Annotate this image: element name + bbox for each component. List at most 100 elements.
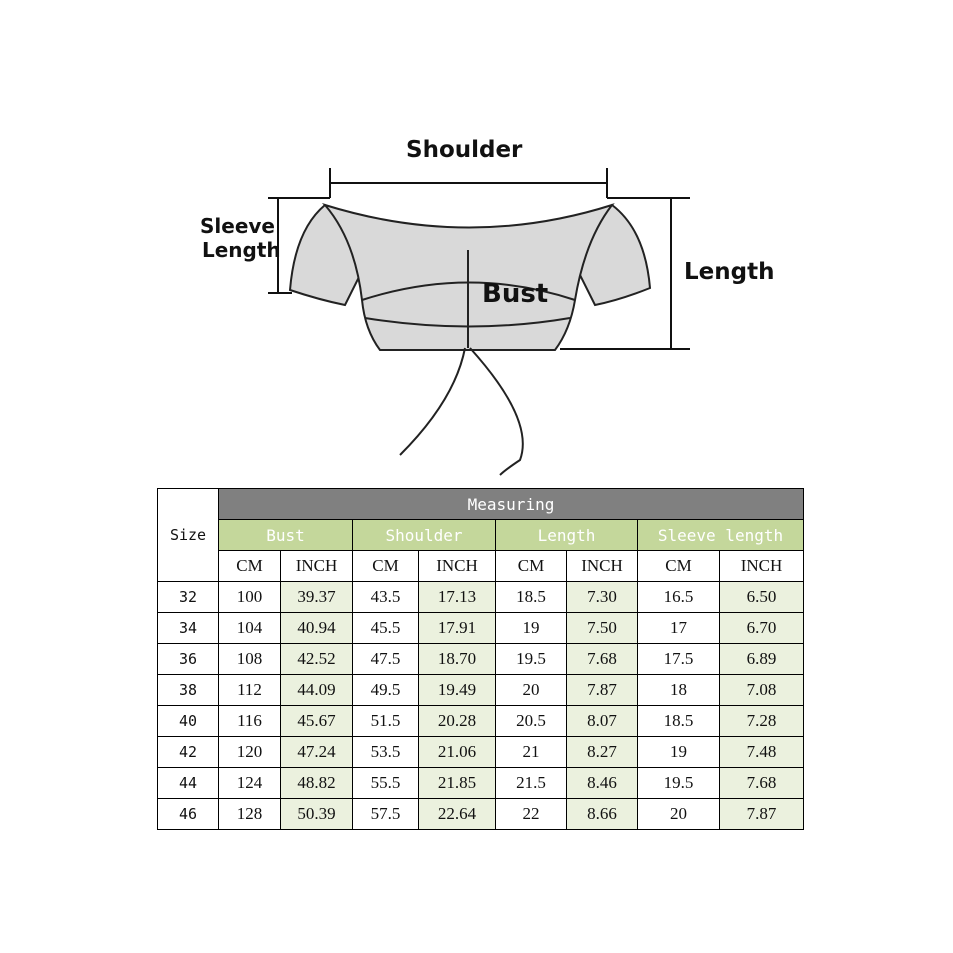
- inch-cell: 45.67: [280, 705, 353, 737]
- cm-cell: 21.5: [495, 767, 567, 799]
- bust-label: Bust: [482, 279, 549, 309]
- size-cell: 46: [157, 798, 219, 830]
- inch-cell: 48.82: [280, 767, 353, 799]
- length-label: Length: [684, 259, 775, 285]
- cm-cell: 120: [218, 736, 281, 768]
- group-shoulder: Shoulder: [352, 519, 496, 551]
- inch-cell: 21.85: [418, 767, 496, 799]
- size-cell: 34: [157, 612, 219, 644]
- size-cell: 38: [157, 674, 219, 706]
- cm-cell: 22: [495, 798, 567, 830]
- inch-cell: 7.68: [719, 767, 804, 799]
- inch-cell: 22.64: [418, 798, 496, 830]
- inch-cell: 6.70: [719, 612, 804, 644]
- unit-header-cm: CM: [352, 550, 419, 582]
- unit-header-inch: INCH: [566, 550, 638, 582]
- size-cell: 32: [157, 581, 219, 613]
- cm-cell: 18.5: [637, 705, 720, 737]
- unit-header-inch: INCH: [280, 550, 353, 582]
- group-length: Length: [495, 519, 638, 551]
- cm-cell: 47.5: [352, 643, 419, 675]
- cm-cell: 57.5: [352, 798, 419, 830]
- garment-diagram: Shoulder Sleeve Length Length Bust: [200, 137, 775, 476]
- inch-cell: 7.50: [566, 612, 638, 644]
- cm-cell: 100: [218, 581, 281, 613]
- cm-cell: 18.5: [495, 581, 567, 613]
- unit-header-inch: INCH: [418, 550, 496, 582]
- cm-cell: 20: [495, 674, 567, 706]
- cm-cell: 21: [495, 736, 567, 768]
- inch-cell: 7.87: [719, 798, 804, 830]
- inch-cell: 8.07: [566, 705, 638, 737]
- cm-cell: 43.5: [352, 581, 419, 613]
- inch-cell: 40.94: [280, 612, 353, 644]
- inch-cell: 18.70: [418, 643, 496, 675]
- cm-cell: 116: [218, 705, 281, 737]
- size-header: Size: [157, 488, 219, 582]
- sleeve-length-label-line1: Sleeve: [200, 214, 275, 238]
- cm-cell: 19.5: [637, 767, 720, 799]
- cm-cell: 16.5: [637, 581, 720, 613]
- cm-cell: 19: [495, 612, 567, 644]
- inch-cell: 7.68: [566, 643, 638, 675]
- unit-header-cm: CM: [495, 550, 567, 582]
- cm-cell: 49.5: [352, 674, 419, 706]
- cm-cell: 18: [637, 674, 720, 706]
- inch-cell: 17.13: [418, 581, 496, 613]
- cm-cell: 124: [218, 767, 281, 799]
- cm-cell: 45.5: [352, 612, 419, 644]
- cm-cell: 19: [637, 736, 720, 768]
- inch-cell: 39.37: [280, 581, 353, 613]
- inch-cell: 7.28: [719, 705, 804, 737]
- inch-cell: 47.24: [280, 736, 353, 768]
- crop-top-illustration: [268, 168, 690, 476]
- cm-cell: 55.5: [352, 767, 419, 799]
- inch-cell: 20.28: [418, 705, 496, 737]
- inch-cell: 44.09: [280, 674, 353, 706]
- unit-header-cm: CM: [218, 550, 281, 582]
- cm-cell: 128: [218, 798, 281, 830]
- shoulder-label: Shoulder: [406, 137, 523, 163]
- inch-cell: 7.87: [566, 674, 638, 706]
- size-chart-table: Size Measuring Bust Shoulder Length Slee…: [157, 488, 804, 830]
- cm-cell: 19.5: [495, 643, 567, 675]
- cm-cell: 104: [218, 612, 281, 644]
- size-cell: 36: [157, 643, 219, 675]
- unit-header-cm: CM: [637, 550, 720, 582]
- cm-cell: 51.5: [352, 705, 419, 737]
- size-cell: 42: [157, 736, 219, 768]
- size-cell: 44: [157, 767, 219, 799]
- inch-cell: 42.52: [280, 643, 353, 675]
- group-bust: Bust: [218, 519, 353, 551]
- cm-cell: 17.5: [637, 643, 720, 675]
- inch-cell: 50.39: [280, 798, 353, 830]
- inch-cell: 19.49: [418, 674, 496, 706]
- inch-cell: 6.50: [719, 581, 804, 613]
- inch-cell: 17.91: [418, 612, 496, 644]
- cm-cell: 108: [218, 643, 281, 675]
- cm-cell: 20: [637, 798, 720, 830]
- measuring-header: Measuring: [218, 488, 804, 520]
- unit-header-inch: INCH: [719, 550, 804, 582]
- inch-cell: 7.08: [719, 674, 804, 706]
- inch-cell: 21.06: [418, 736, 496, 768]
- cm-cell: 17: [637, 612, 720, 644]
- sleeve-length-label-line2: Length: [202, 238, 281, 262]
- inch-cell: 8.27: [566, 736, 638, 768]
- group-sleeve-length: Sleeve length: [637, 519, 804, 551]
- inch-cell: 8.46: [566, 767, 638, 799]
- inch-cell: 7.48: [719, 736, 804, 768]
- inch-cell: 7.30: [566, 581, 638, 613]
- inch-cell: 6.89: [719, 643, 804, 675]
- cm-cell: 53.5: [352, 736, 419, 768]
- cm-cell: 112: [218, 674, 281, 706]
- inch-cell: 8.66: [566, 798, 638, 830]
